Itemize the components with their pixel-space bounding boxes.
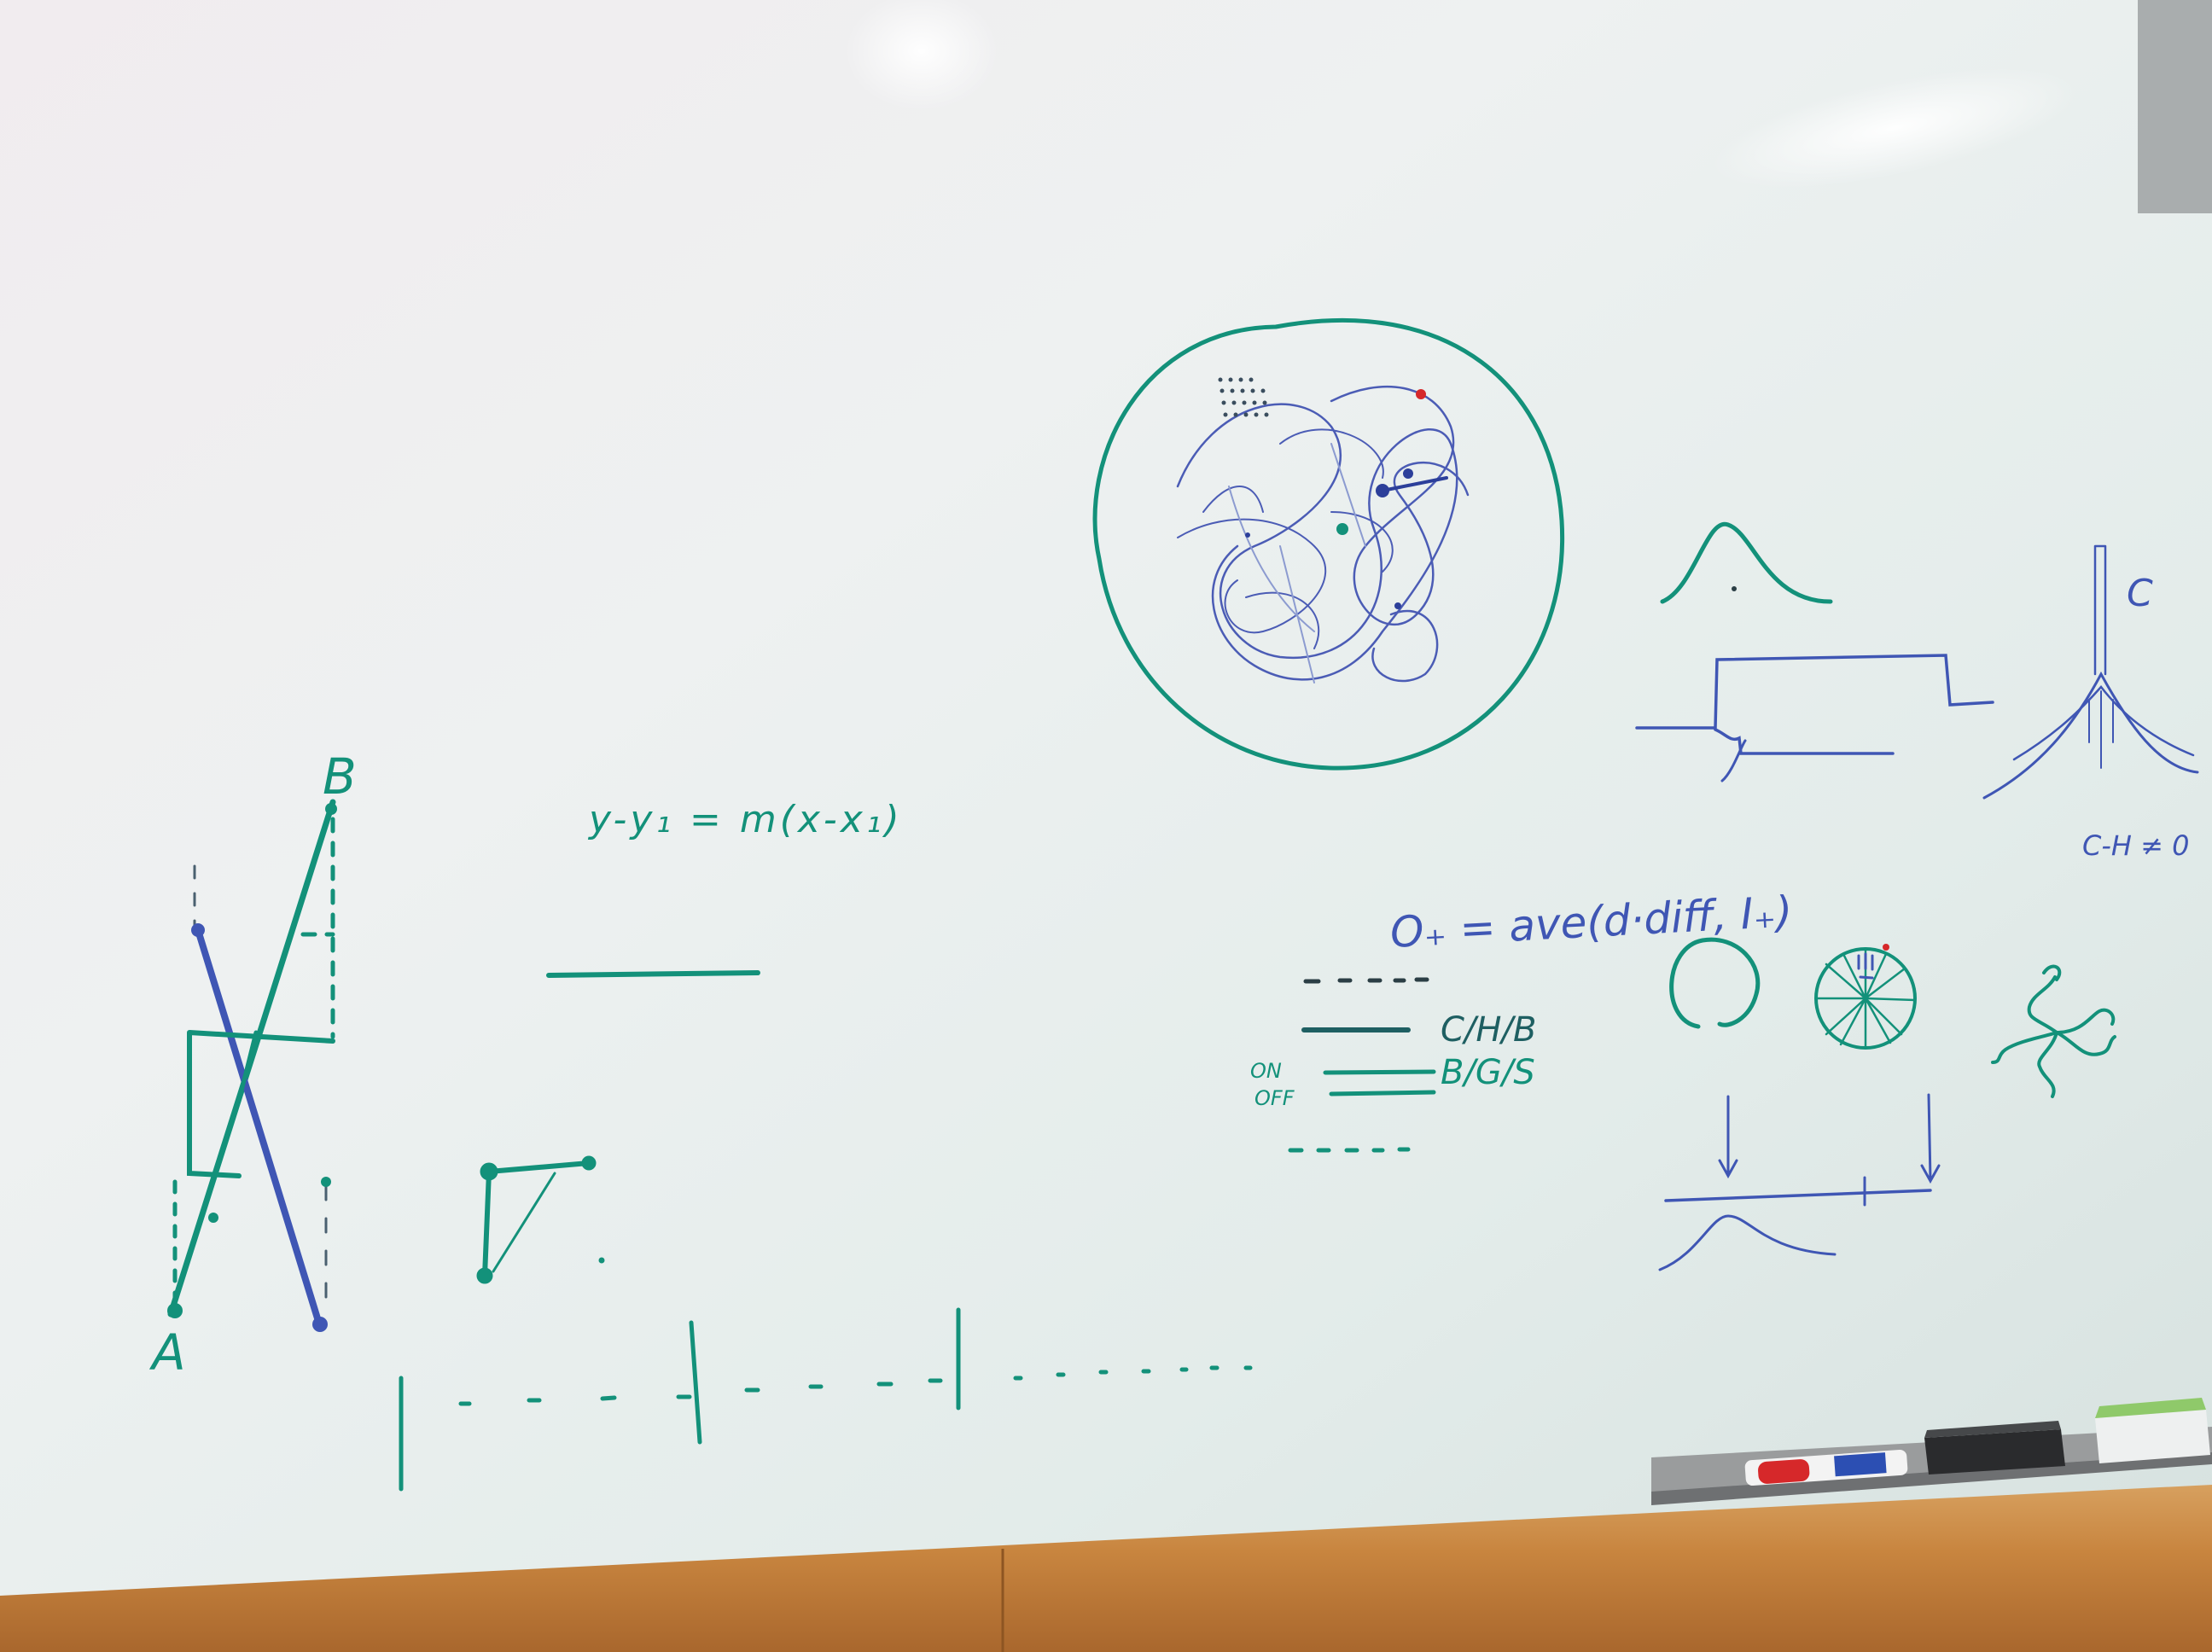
small-triangle — [476, 1155, 605, 1284]
dashed-number-line — [399, 1307, 1253, 1492]
shape-sketches — [1669, 937, 2116, 1098]
state-level-lines — [1288, 977, 1436, 1153]
eraser — [1924, 1421, 2065, 1475]
wood-trim — [0, 1485, 2212, 1652]
dot-grid — [1218, 377, 1269, 417]
horizontal-segment — [546, 970, 760, 978]
marker-box — [2095, 1398, 2210, 1463]
line-diagram — [167, 799, 337, 1332]
board-frame-corner — [2138, 0, 2212, 213]
light-glare — [1710, 67, 2079, 189]
red-marker — [1744, 1449, 1908, 1486]
label-point-b: B — [323, 747, 357, 806]
projection-axis — [1658, 1093, 1941, 1271]
label-switch-on: ON — [1250, 1059, 1282, 1083]
label-state-bottom: B/G/S — [1441, 1053, 1535, 1092]
point-slope-equation: y-y₁ = m(x-x₁) — [587, 798, 903, 841]
circle-of-random-walks — [1092, 317, 1565, 771]
peak-distribution — [1982, 544, 2199, 800]
label-inequality: C-H ≠ 0 — [2082, 829, 2189, 862]
label-point-a: A — [148, 1323, 186, 1382]
label-switch-off: OFF — [1254, 1086, 1295, 1110]
marker-tray-lip — [1651, 1452, 2212, 1505]
label-state-top: C/H/B — [1441, 1010, 1536, 1050]
signal-sketches — [1635, 521, 1994, 782]
label-peak: C — [2127, 572, 2153, 615]
light-glare — [845, 0, 998, 111]
